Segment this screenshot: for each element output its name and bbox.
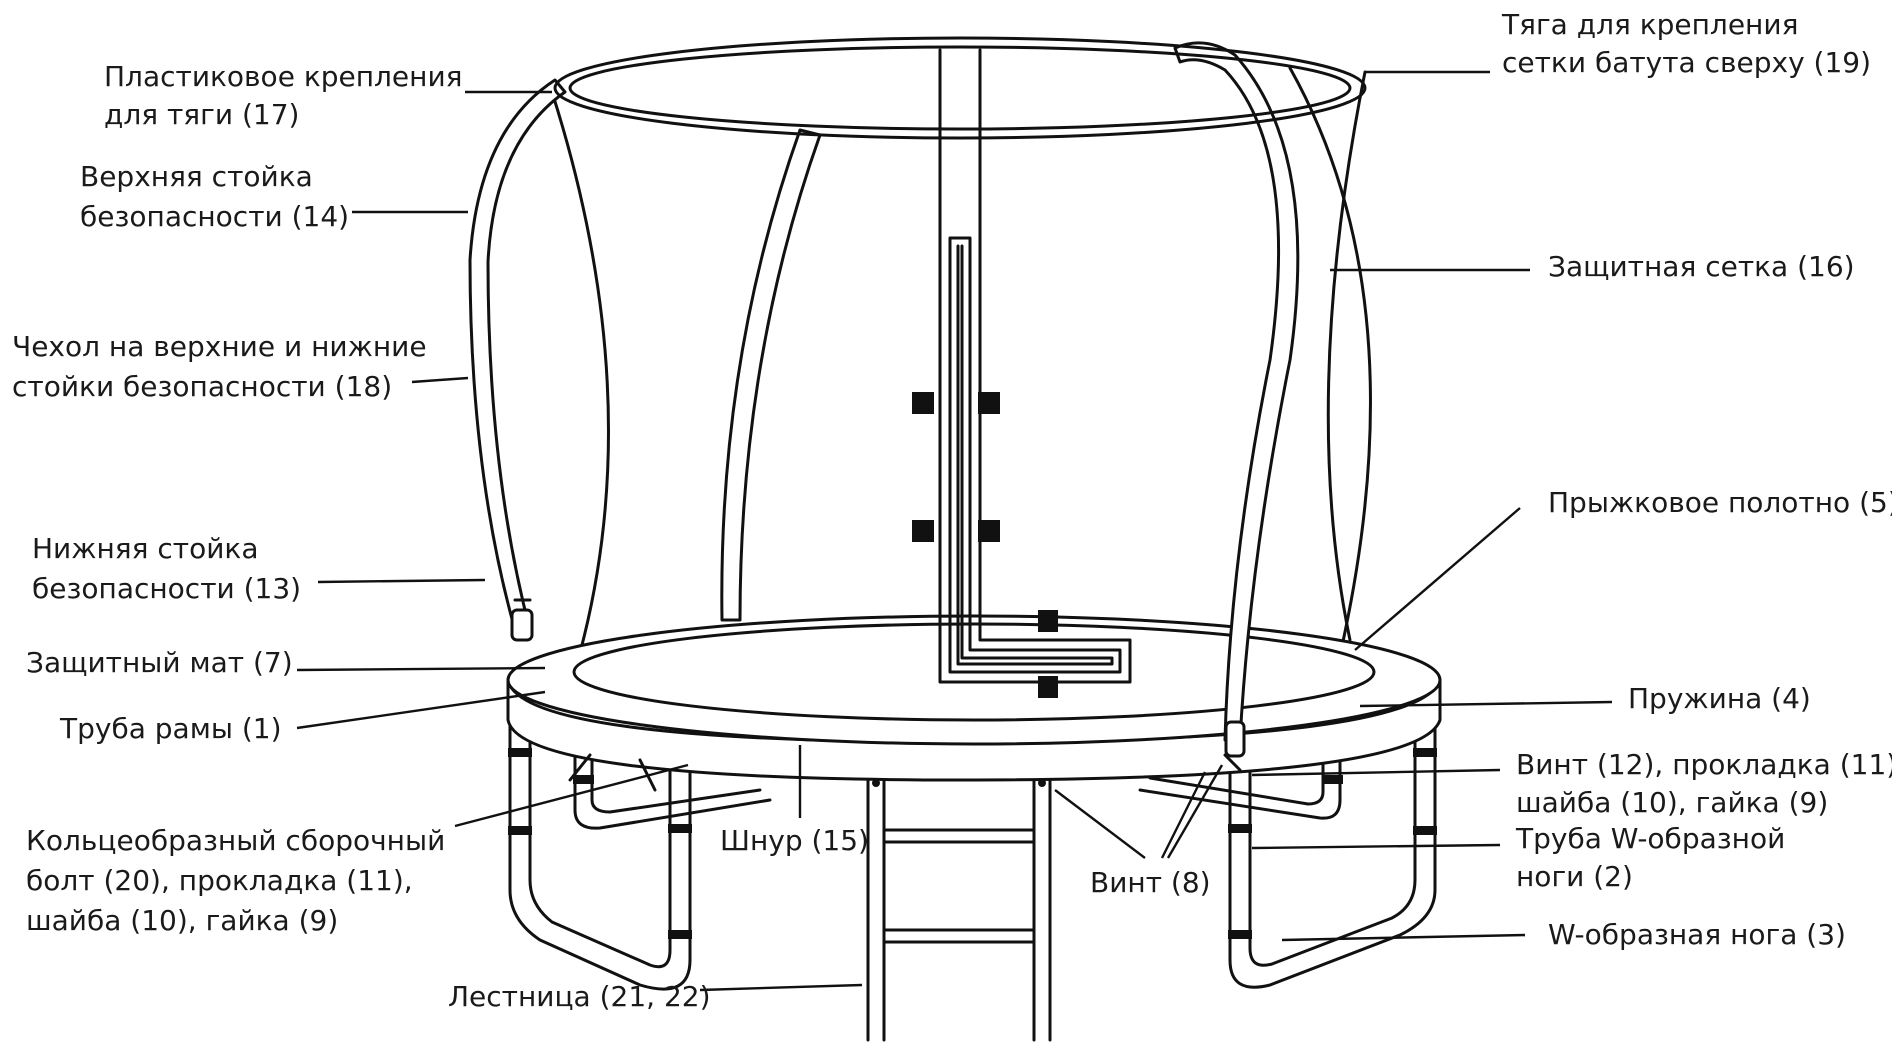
label-1: Труба рамы (1) [59, 712, 282, 745]
protective-mat [506, 614, 1442, 746]
safety-poles [468, 41, 1300, 758]
label-2: Труба W-образной ноги (2) [1515, 822, 1794, 893]
leader-8a [1054, 789, 1146, 859]
leader-lines [296, 70, 1613, 992]
leader-20 [454, 763, 689, 828]
ladder [866, 773, 1052, 1042]
w-leg-front-left [508, 718, 692, 991]
back-legs [573, 738, 1343, 830]
label-12: Винт (12), прокладка (11), шайба (10), г… [1516, 748, 1892, 819]
leader-12 [1251, 768, 1501, 777]
label-14: Верхняя стойка безопасности (14) [80, 160, 349, 233]
label-18: Чехол на верхние и нижние стойки безопас… [12, 330, 435, 403]
label-20: Кольцеобразный сборочный болт (20), прок… [26, 824, 454, 937]
label-3: W-образная нога (3) [1548, 918, 1846, 951]
label-21: Лестница (21, 22) [448, 980, 711, 1013]
trampoline-drawing [468, 36, 1442, 1042]
leader-21 [699, 983, 863, 992]
net-zipper [912, 48, 1132, 698]
leader-1 [296, 690, 546, 730]
label-16: Защитная сетка (16) [1548, 250, 1855, 283]
leader-2 [1251, 843, 1501, 850]
label-17: Пластиковое крепления для тяги (17) [104, 60, 471, 131]
leader-4 [1359, 700, 1613, 708]
leader-18 [411, 376, 469, 384]
leader-7 [296, 666, 546, 672]
label-15: Шнур (15) [720, 824, 869, 857]
label-4: Пружина (4) [1628, 682, 1811, 715]
leader-3 [1281, 933, 1526, 942]
label-8: Винт (8) [1090, 866, 1211, 899]
label-13: Нижняя стойка безопасности (13) [32, 532, 301, 605]
leader-13 [317, 578, 486, 584]
leader-8c [1166, 764, 1224, 859]
safety-net [550, 66, 1372, 662]
label-7: Защитный мат (7) [26, 646, 293, 679]
label-5: Прыжковое полотно (5) [1548, 486, 1892, 519]
leader-5 [1354, 507, 1521, 651]
w-leg-front-right [1228, 718, 1437, 989]
label-19: Тяга для крепления сетки батута сверху (… [1501, 8, 1871, 79]
labels: Пластиковое крепления для тяги (17) Верх… [12, 8, 1892, 1013]
leader-8b [1160, 771, 1207, 859]
top-ring [553, 36, 1367, 140]
